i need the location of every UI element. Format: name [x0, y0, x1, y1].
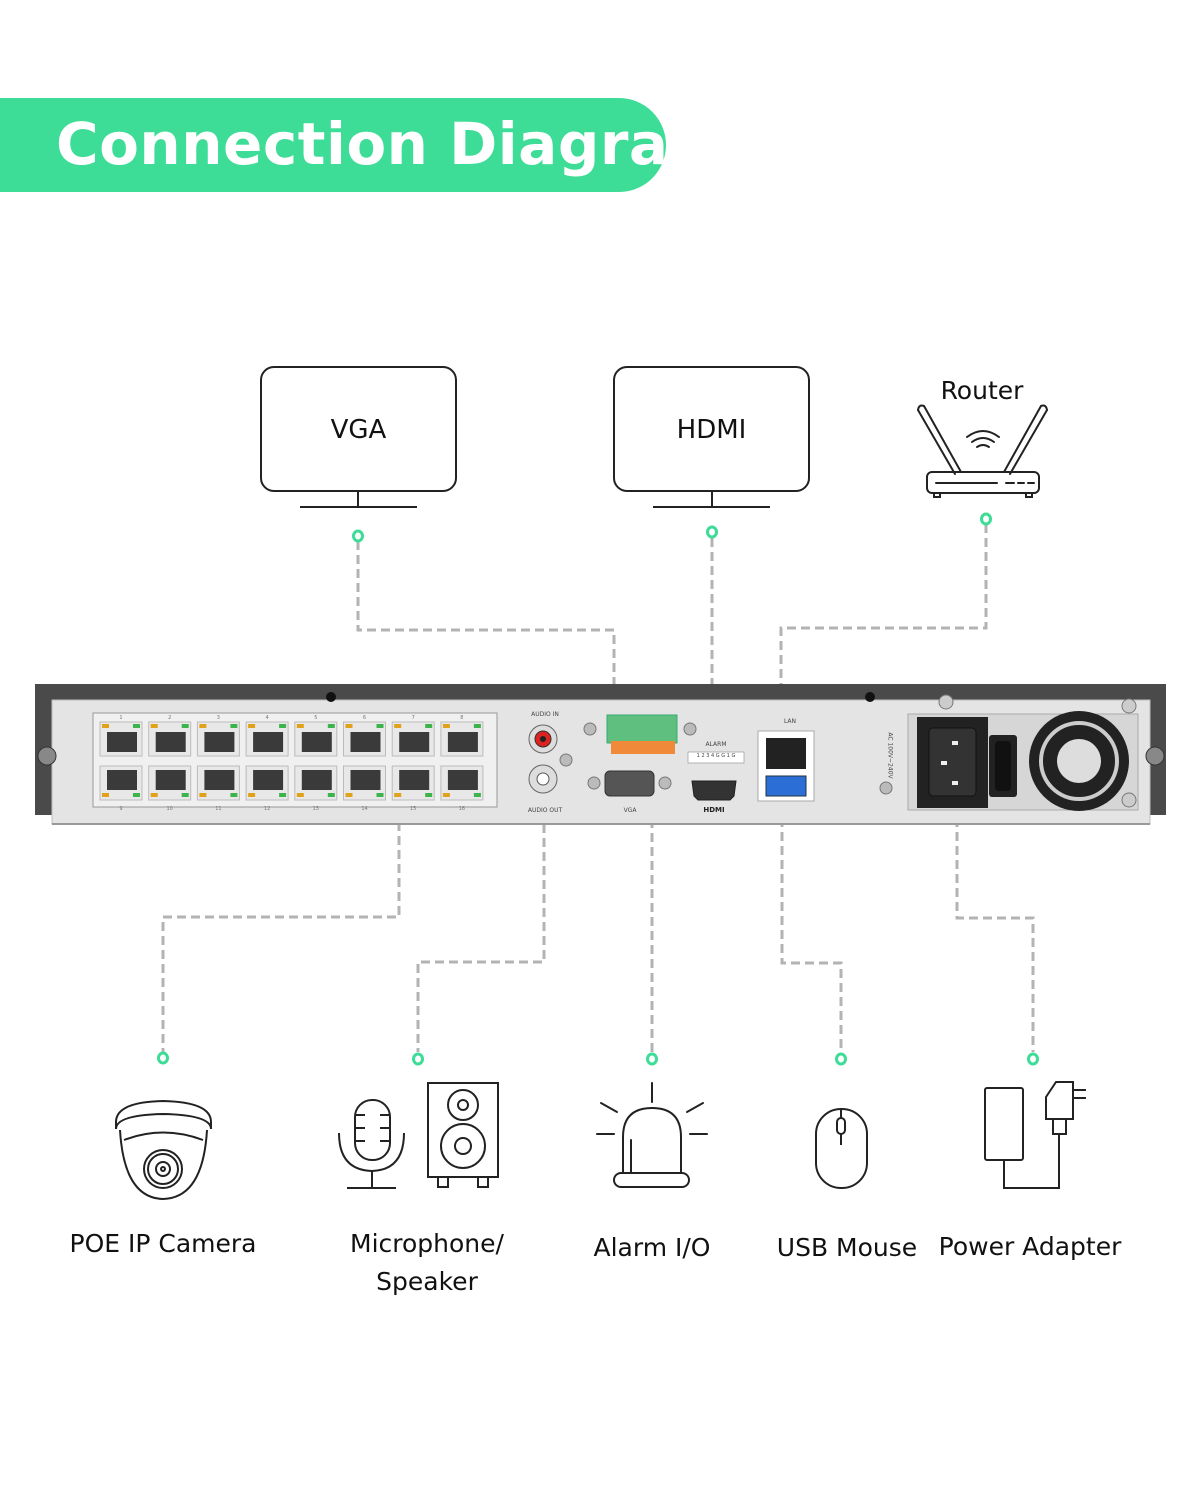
poe-port-number: 16: [459, 806, 465, 812]
endpoint-vga: [352, 529, 364, 543]
poe-port-number: 9: [119, 806, 122, 812]
poe-port-9: 9: [99, 765, 143, 812]
endpoint-power: [1027, 1052, 1039, 1066]
camera-label: POE IP Camera: [69, 1229, 257, 1258]
microphone-speaker-icon: [338, 1082, 499, 1189]
poe-port-2: 2: [148, 715, 192, 757]
poe-port-number: 3: [217, 715, 220, 721]
poe-port-12: 12: [245, 765, 289, 812]
endpoint-camera: [157, 1051, 169, 1065]
poe-port-3: 3: [196, 715, 240, 757]
poe-port-16: 16: [440, 765, 484, 812]
poe-port-number: 14: [361, 806, 367, 812]
hdmi-monitor-label: HDMI: [676, 415, 747, 445]
router-icon: [917, 404, 1048, 498]
lan-port-label: LAN: [783, 718, 797, 725]
connector-audio: [416, 782, 546, 1052]
dome-camera-icon: [115, 1099, 212, 1201]
power-adapter-label: Power Adapter: [938, 1232, 1122, 1261]
endpoint-hdmi: [706, 525, 718, 539]
endpoint-audio: [412, 1052, 424, 1066]
connector-power: [955, 790, 1035, 1052]
poe-port-1: 1: [99, 715, 143, 757]
vga-monitor-label: VGA: [330, 415, 387, 445]
poe-port-4: 4: [245, 715, 289, 757]
monitor-icon-vga: [260, 366, 457, 508]
poe-port-11: 11: [196, 765, 240, 812]
power-rating-label: AC 100V~240V: [886, 732, 894, 779]
endpoint-usb: [835, 1052, 847, 1066]
usb-mouse-label: USB Mouse: [776, 1233, 918, 1262]
alarm-label: Alarm I/O: [593, 1233, 711, 1262]
endpoint-dots: [157, 512, 1039, 1066]
poe-port-6: 6: [343, 715, 386, 757]
audio-label-line1: Microphone/: [350, 1229, 504, 1258]
poe-port-number: 11: [215, 806, 221, 812]
poe-port-number: 7: [412, 715, 415, 721]
poe-port-number: 1: [119, 715, 122, 721]
connector-lines: [161, 524, 1035, 1052]
poe-port-7: 7: [391, 715, 435, 757]
poe-port-number: 15: [410, 806, 416, 812]
alarm-port-label: ALARM: [705, 741, 727, 748]
vga-port-label: VGA: [623, 807, 637, 814]
audio-label-line2: Speaker: [376, 1267, 478, 1296]
poe-port-10: 10: [148, 765, 192, 812]
alarm-pins-label: 1 2 3 4 G G 1 G: [696, 753, 736, 759]
audio-out-label: AUDIO OUT: [527, 807, 563, 814]
poe-port-number: 12: [264, 806, 270, 812]
poe-port-15: 15: [391, 765, 435, 812]
alarm-light-icon: [596, 1082, 708, 1188]
mouse-icon: [815, 1108, 868, 1189]
hdmi-port-label: HDMI: [703, 806, 725, 814]
endpoint-router: [980, 512, 992, 526]
poe-port-13: 13: [294, 765, 338, 812]
monitor-icon-hdmi: [613, 366, 810, 508]
endpoint-alarm: [646, 1052, 658, 1066]
title-banner: [0, 98, 666, 192]
poe-port-8: 8: [440, 715, 484, 757]
connector-usb: [780, 790, 843, 1052]
poe-port-14: 14: [343, 765, 386, 812]
page-title: Connection Diagram: [56, 110, 730, 178]
power-adapter-icon: [984, 1081, 1086, 1189]
connector-camera: [161, 808, 401, 1052]
poe-port-number: 8: [460, 715, 463, 721]
poe-port-number: 2: [168, 715, 171, 721]
poe-port-number: 13: [313, 806, 319, 812]
audio-in-label: AUDIO IN: [531, 711, 559, 718]
poe-port-number: 6: [363, 715, 366, 721]
poe-port-number: 4: [266, 715, 269, 721]
poe-port-number: 10: [167, 806, 173, 812]
router-label: Router: [940, 376, 1024, 405]
poe-port-number: 5: [314, 715, 317, 721]
poe-port-5: 5: [294, 715, 338, 757]
